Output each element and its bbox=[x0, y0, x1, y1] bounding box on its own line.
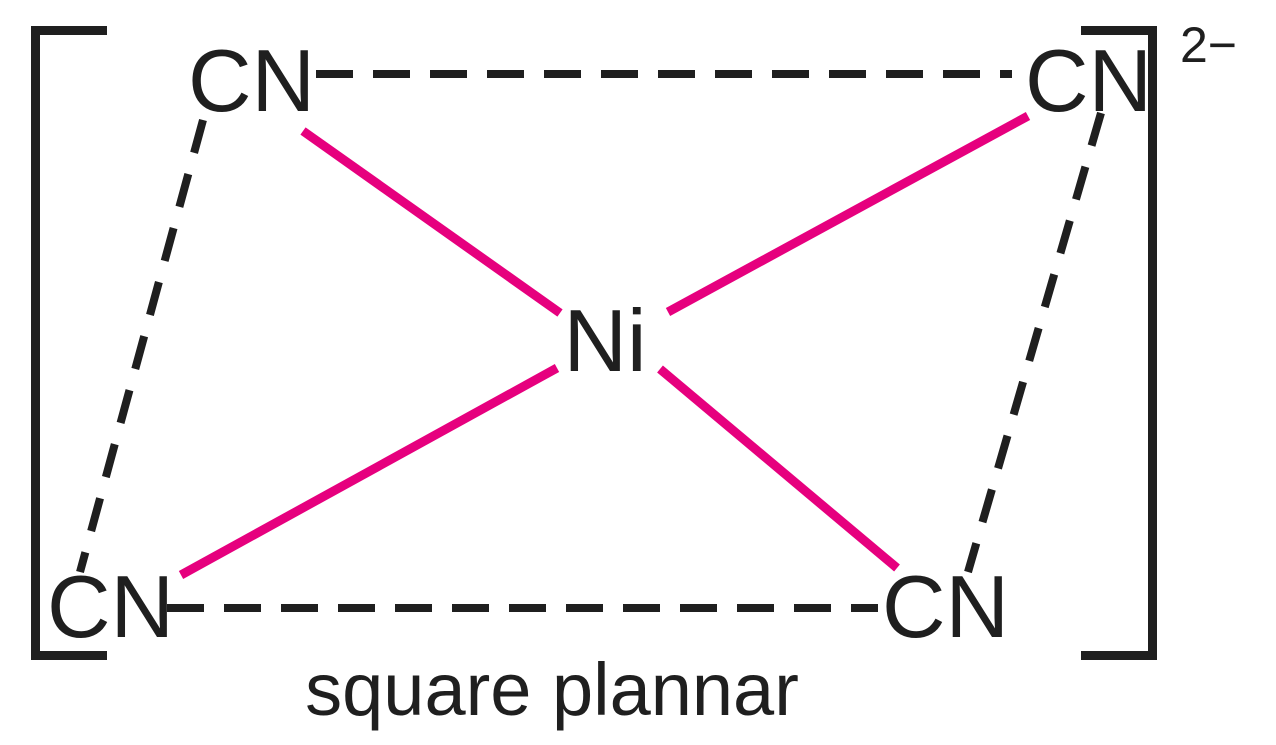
ligand-label-bottom-right: CN bbox=[882, 557, 1009, 656]
bond-ni-bottom-left bbox=[178, 364, 560, 579]
bracket-right-path bbox=[1081, 26, 1157, 660]
charge-superscript: 2− bbox=[1180, 17, 1237, 73]
bracket-left-path bbox=[31, 26, 107, 660]
bond-ni-top-left bbox=[300, 127, 563, 317]
ligand-label-top-left: CN bbox=[188, 31, 315, 130]
coordinate-bonds bbox=[178, 112, 1031, 579]
bracket-right bbox=[1081, 26, 1157, 660]
bond-ni-top-right bbox=[665, 112, 1031, 316]
metal-center-label: Ni bbox=[563, 291, 646, 390]
bond-ni-bottom-right bbox=[657, 365, 900, 572]
dashed-edge-left bbox=[76, 118, 207, 574]
ligand-label-bottom-left: CN bbox=[47, 557, 174, 656]
ligand-labels: CN CN CN CN bbox=[47, 31, 1152, 656]
figure-caption: square plannar bbox=[305, 648, 799, 731]
ligand-label-top-right: CN bbox=[1025, 31, 1152, 130]
dashed-edge-right bbox=[964, 111, 1105, 574]
perimeter-dashed-square bbox=[76, 70, 1105, 612]
bracket-left bbox=[31, 26, 107, 660]
